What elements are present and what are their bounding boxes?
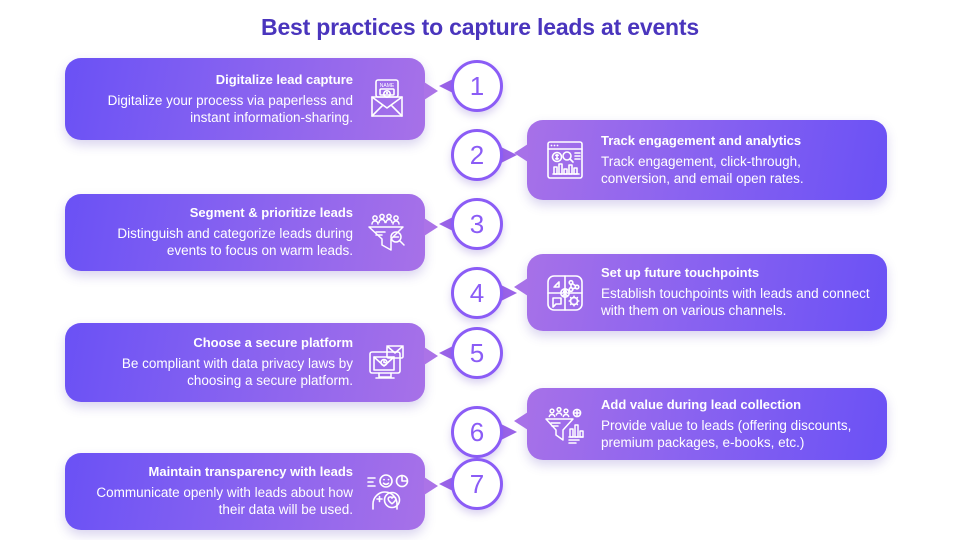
step-number-circle-6: 6 [451, 406, 503, 458]
step-number-circle-3: 3 [451, 198, 503, 250]
puzzle-network-icon [541, 269, 589, 317]
step-card-5-description: Be compliant with data privacy laws by c… [121, 356, 353, 389]
step-number-circle-2: 2 [451, 129, 503, 181]
step-card-4-tail [514, 278, 528, 296]
step-card-6-description: Provide value to leads (offering discoun… [601, 417, 852, 450]
step-card-3-title: Segment & prioritize leads [189, 205, 353, 221]
step-card-7-text: Maintain transparency with leads Communi… [79, 464, 353, 518]
step-card-4-title: Set up future touchpoints [601, 265, 760, 281]
step-card-3-tail [424, 218, 438, 236]
step-card-1-text: Digitalize lead capture Digitalize your … [79, 72, 353, 126]
step-card-5-title: Choose a secure platform [193, 335, 353, 351]
step-card-4: Set up future touchpoints Establish touc… [514, 254, 887, 331]
page-title: Best practices to capture leads at event… [261, 14, 699, 40]
step-card-6-tail [514, 412, 528, 430]
funnel-chart-value-icon [541, 400, 589, 448]
step-card-6: Add value during lead collection Provide… [514, 388, 887, 460]
step-card-2-description: Track engagement, click-through, convers… [601, 153, 804, 186]
step-card-3: Segment & prioritize leads Distinguish a… [65, 194, 438, 271]
step-card-3-description: Distinguish and categorize leads during … [117, 226, 353, 259]
step-card-5-tail [424, 347, 438, 365]
step-card-5: Choose a secure platform Be compliant wi… [65, 323, 438, 402]
step-card-7-title: Maintain transparency with leads [148, 464, 353, 480]
step-number-circle-4: 4 [451, 267, 503, 319]
step-number-circle-5: 5 [451, 327, 503, 379]
step-card-7: Maintain transparency with leads Communi… [65, 453, 438, 530]
step-card-4-text: Set up future touchpoints Establish touc… [601, 265, 873, 319]
person-transparency-icon [363, 468, 411, 516]
step-card-6-text: Add value during lead collection Provide… [601, 397, 873, 451]
step-card-4-description: Establish touchpoints with leads and con… [601, 286, 870, 319]
svg-text:NAME: NAME [380, 83, 395, 89]
step-card-1: Digitalize lead capture Digitalize your … [65, 58, 438, 140]
step-card-7-description: Communicate openly with leads about how … [96, 485, 353, 518]
step-card-2-text: Track engagement and analytics Track eng… [601, 133, 873, 187]
step-card-3-text: Segment & prioritize leads Distinguish a… [79, 205, 353, 259]
step-card-1-description: Digitalize your process via paperless an… [107, 92, 353, 125]
step-number-circle-1: 1 [451, 60, 503, 112]
step-number-circle-7: 7 [451, 458, 503, 510]
monitor-secure-email-icon [363, 339, 411, 387]
step-card-6-title: Add value during lead collection [601, 396, 802, 412]
funnel-people-search-icon [363, 209, 411, 257]
step-card-2-title: Track engagement and analytics [601, 132, 802, 148]
analytics-dashboard-icon [541, 136, 589, 184]
step-card-2-tail [514, 144, 528, 162]
connector-arrow-6 [501, 424, 517, 440]
connector-arrow-2 [501, 147, 517, 163]
name-badge-envelope-icon: NAME [363, 75, 411, 123]
step-card-2: Track engagement and analytics Track eng… [514, 120, 887, 200]
step-card-1-tail [424, 82, 438, 100]
step-card-7-tail [424, 477, 438, 495]
step-card-5-text: Choose a secure platform Be compliant wi… [79, 335, 353, 389]
connector-arrow-4 [501, 285, 517, 301]
step-card-1-title: Digitalize lead capture [215, 71, 353, 87]
